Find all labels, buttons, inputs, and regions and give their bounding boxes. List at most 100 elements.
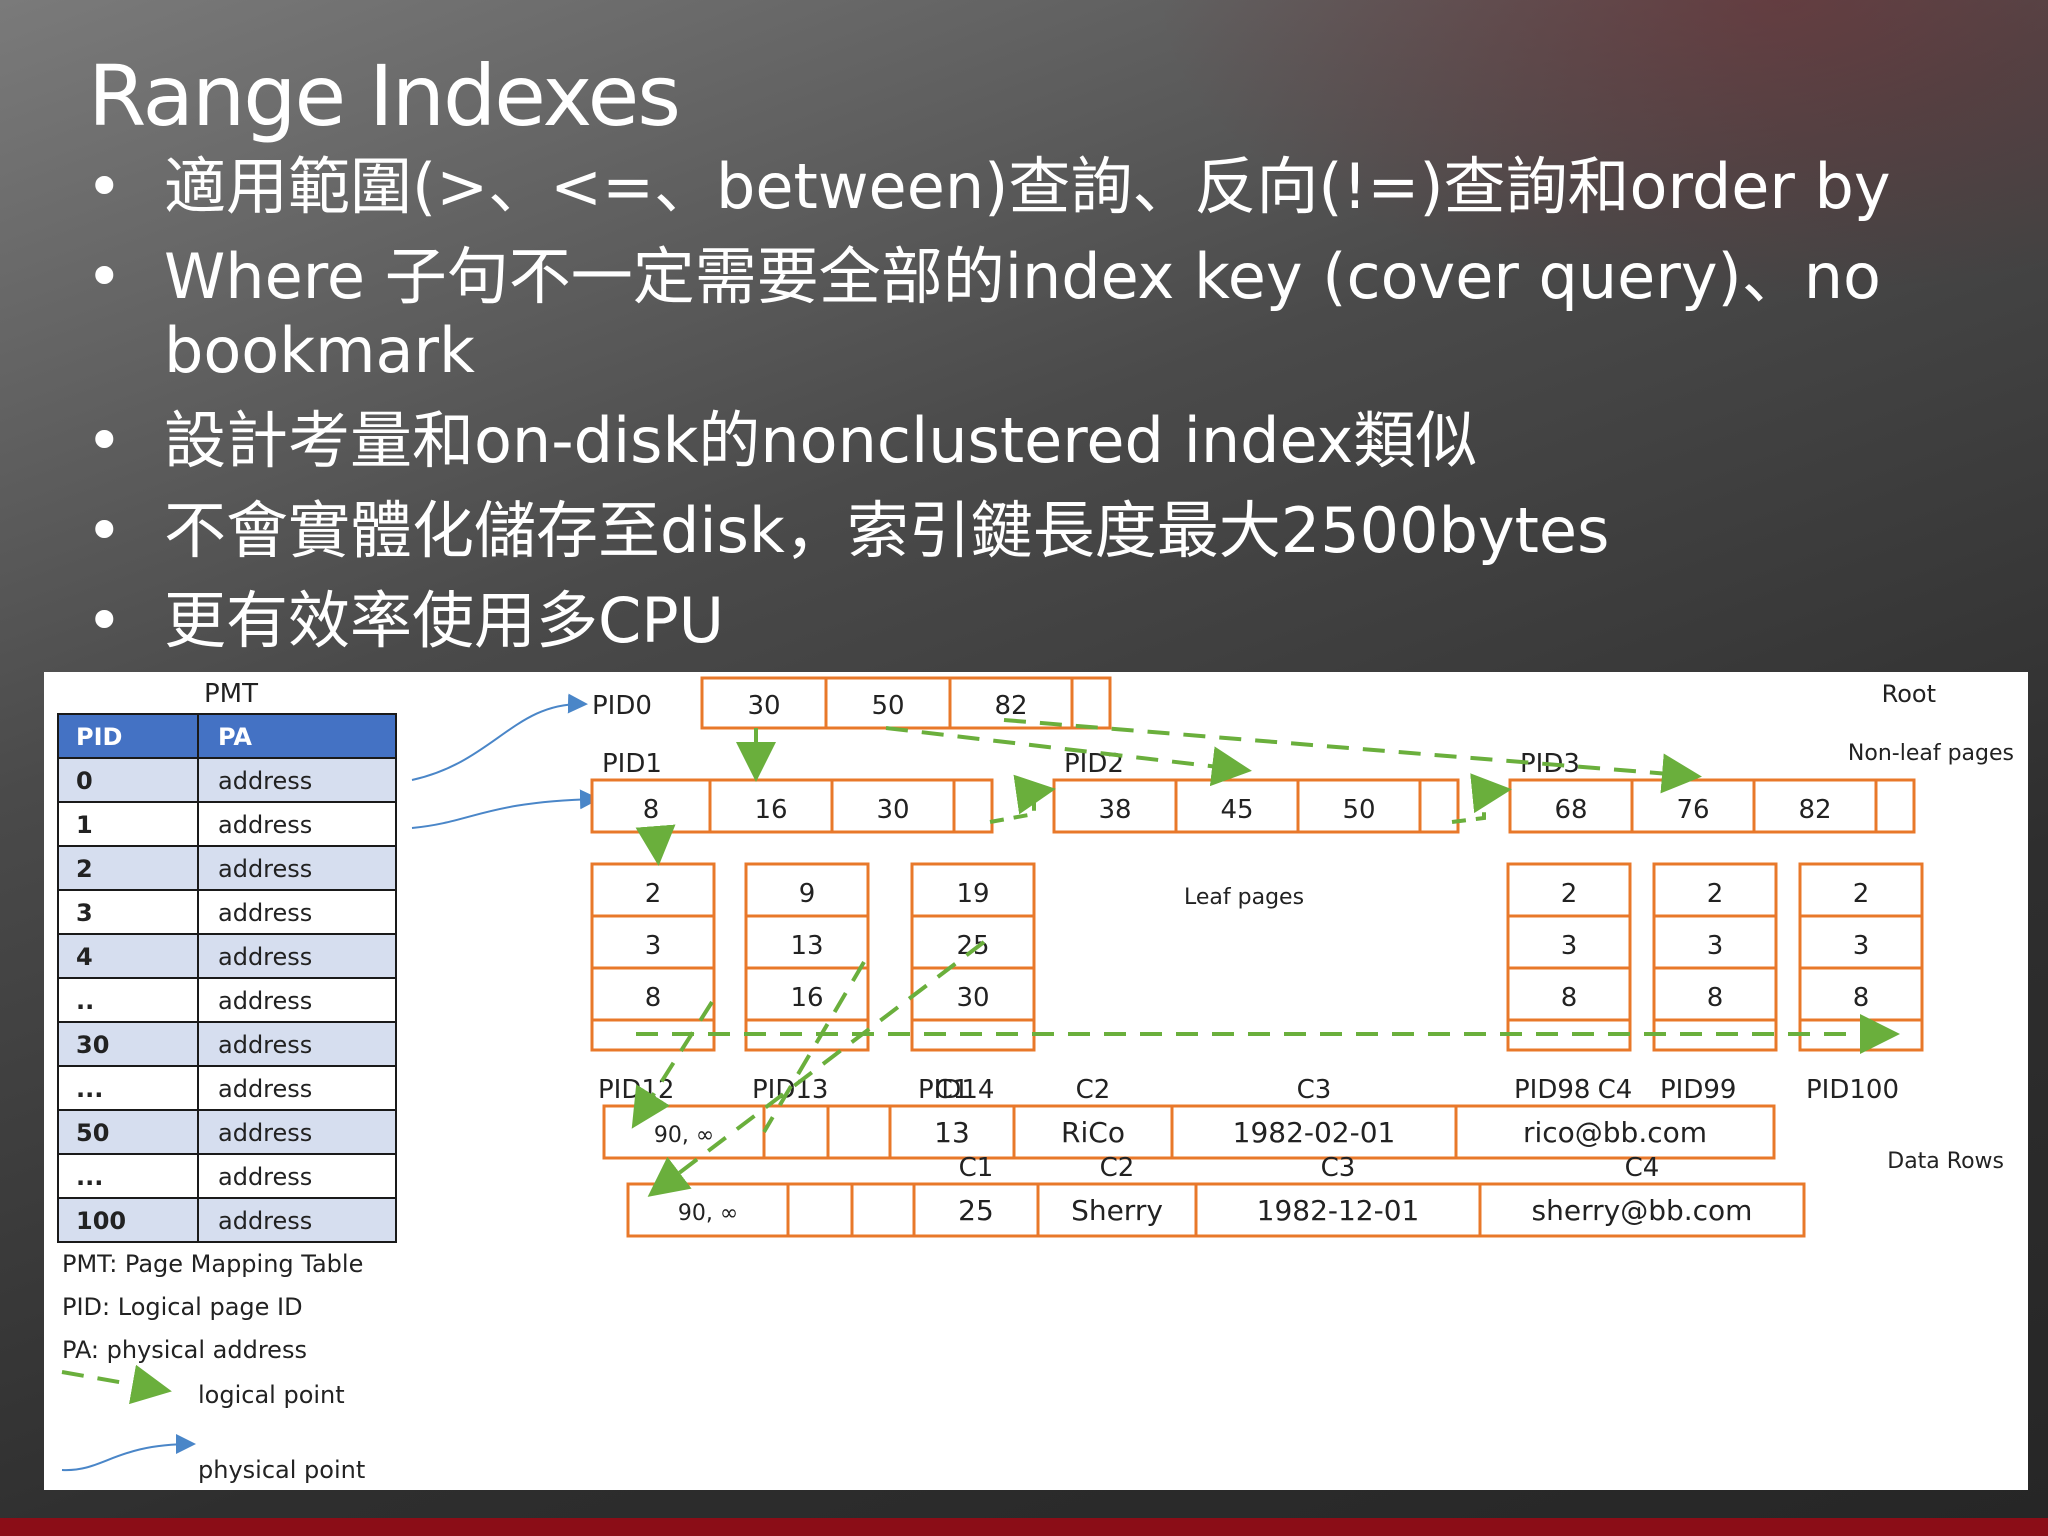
- nonleaf-page-key: 45: [1220, 795, 1253, 825]
- logical-pointer-root-pid2: [885, 726, 1252, 787]
- data-row-header: C3: [1321, 1153, 1356, 1183]
- pmt-pa: address: [218, 855, 312, 883]
- legend-line: PA: physical address: [62, 1336, 307, 1364]
- pmt-pa: address: [218, 987, 312, 1015]
- leaf-page-key: 8: [1561, 983, 1578, 1013]
- data-row-value: RiCo: [1061, 1116, 1125, 1149]
- pmt-pa: address: [218, 899, 312, 927]
- leaf-page-key: 8: [1707, 983, 1724, 1013]
- data-row-cell: [888, 1104, 1016, 1160]
- data-row-header: C4: [1598, 1075, 1633, 1105]
- pmt-pid: ...: [76, 1075, 103, 1103]
- leaf-page-key: 2: [1853, 879, 1870, 909]
- pmt-row-pa-cell: [197, 889, 397, 935]
- root-page-key: 30: [747, 691, 780, 721]
- leaf-page-key: 3: [1561, 931, 1578, 961]
- nonleaf-page-key: 50: [1342, 795, 1375, 825]
- root-page-cell: [824, 676, 952, 730]
- legend-physical-arrow: [61, 1434, 196, 1472]
- data-row-value: 25: [958, 1194, 994, 1227]
- legend-line: PID: Logical page ID: [62, 1293, 303, 1321]
- leaf-page-cell: [744, 966, 870, 1022]
- nonleaf-page-cell: [1752, 778, 1878, 834]
- pmt-header-pa: PA: [218, 723, 252, 751]
- data-row-header: C3: [1297, 1075, 1332, 1105]
- leaf-page-key: 30: [956, 983, 989, 1013]
- bullet-item: 更有效率使用多CPU: [86, 584, 2026, 658]
- pmt-row-pid-cell: [57, 1153, 199, 1199]
- pmt-row-pid-cell: [57, 1197, 199, 1243]
- data-row-header: C1: [959, 1153, 994, 1183]
- nonleaf-page-key: 8: [643, 795, 660, 825]
- logical-pointer-pid12-row: [631, 1000, 714, 1129]
- physical-pointer-0: [411, 693, 588, 781]
- leaf-page-label: PID99: [1660, 1075, 1736, 1105]
- leaf-page-key: 3: [645, 931, 662, 961]
- pmt-pid: 2: [76, 855, 93, 883]
- bullet-item: 設計考量和on-disk的nonclustered index類似: [86, 404, 2026, 478]
- pmt-pid: 30: [76, 1031, 109, 1059]
- legend-logical-label: logical point: [198, 1381, 345, 1409]
- nonleaf-page-label: PID1: [602, 749, 662, 779]
- bullet-list: 適用範圍(>、<=、between)查詢、反向(!=)查詢和order by W…: [86, 150, 2026, 674]
- data-row-value: 90, ∞: [678, 1201, 738, 1226]
- pmt-pa: address: [218, 1075, 312, 1103]
- pmt-header-pid: PID: [76, 723, 122, 751]
- legend-logical-arrow: [61, 1364, 172, 1405]
- leaf-page-key: 2: [645, 879, 662, 909]
- slide-title: Range Indexes: [88, 47, 681, 145]
- data-row-header: C4: [1625, 1153, 1660, 1183]
- leaf-page-key: 8: [645, 983, 662, 1013]
- root-page-cell: [1070, 676, 1112, 730]
- leaf-label: Leaf pages: [1184, 885, 1304, 910]
- leaf-page-key: 2: [1561, 879, 1578, 909]
- pmt-pa: address: [218, 1163, 312, 1191]
- nonleaf-page-cell: [1296, 778, 1422, 834]
- root-page-cell: [700, 676, 828, 730]
- leaf-page-key: 3: [1853, 931, 1870, 961]
- logical-pointer-pid1-pid2: [989, 774, 1056, 824]
- pmt-pa: address: [218, 1207, 312, 1235]
- pmt-pid: 50: [76, 1119, 109, 1147]
- data-row-cell: [850, 1182, 916, 1238]
- pmt-row-pa-cell: [197, 977, 397, 1023]
- pmt-pa: address: [218, 811, 312, 839]
- leaf-page-label: PID14: [918, 1075, 994, 1105]
- pmt-row-pa-cell: [197, 845, 397, 891]
- bottom-accent-bar: [0, 1518, 2048, 1536]
- data-row-value: 13: [934, 1116, 970, 1149]
- data-row-cell: [762, 1104, 830, 1160]
- datarows-label: Data Rows: [1887, 1149, 2004, 1174]
- leaf-page-key: 3: [1707, 931, 1724, 961]
- pmt-title: PMT: [204, 679, 258, 709]
- bullet-item: 適用範圍(>、<=、between)查詢、反向(!=)查詢和order by: [86, 150, 2026, 224]
- pmt-pid: 100: [76, 1207, 126, 1235]
- data-row-cell: [786, 1182, 854, 1238]
- pmt-row-pa-cell: [197, 1109, 397, 1155]
- nonleaf-page-cell: [1874, 778, 1916, 834]
- logical-pointer-pid13-row: [762, 960, 866, 1134]
- pmt-pid: 0: [76, 767, 93, 795]
- data-row-cell: [1036, 1182, 1198, 1238]
- nonleaf-page-key: 82: [1798, 795, 1831, 825]
- nonleaf-page-cell: [1418, 778, 1460, 834]
- nonleaf-page-key: 16: [754, 795, 787, 825]
- pmt-row-pid-cell: [57, 889, 199, 935]
- leaf-page-cell: [590, 966, 716, 1022]
- root-page-label: PID0: [592, 691, 652, 721]
- pmt-row-pid-cell: [57, 1021, 199, 1067]
- pmt-header-pa-cell: [197, 713, 397, 759]
- pmt-row-pid-cell: [57, 1065, 199, 1111]
- pmt-pid: ...: [76, 1163, 103, 1191]
- data-row-value: rico@bb.com: [1523, 1116, 1707, 1149]
- logical-pointer-pid14-row: [647, 940, 986, 1197]
- pmt-row-pid-cell: [57, 977, 199, 1023]
- pmt-pid: 4: [76, 943, 93, 971]
- data-row-cell: [1194, 1182, 1482, 1238]
- data-row-cell: [912, 1182, 1040, 1238]
- data-row-cell: [826, 1104, 892, 1160]
- nonleaf-page-cell: [1508, 778, 1634, 834]
- data-row-cell: [1478, 1182, 1806, 1238]
- nonleaf-page-cell: [830, 778, 956, 834]
